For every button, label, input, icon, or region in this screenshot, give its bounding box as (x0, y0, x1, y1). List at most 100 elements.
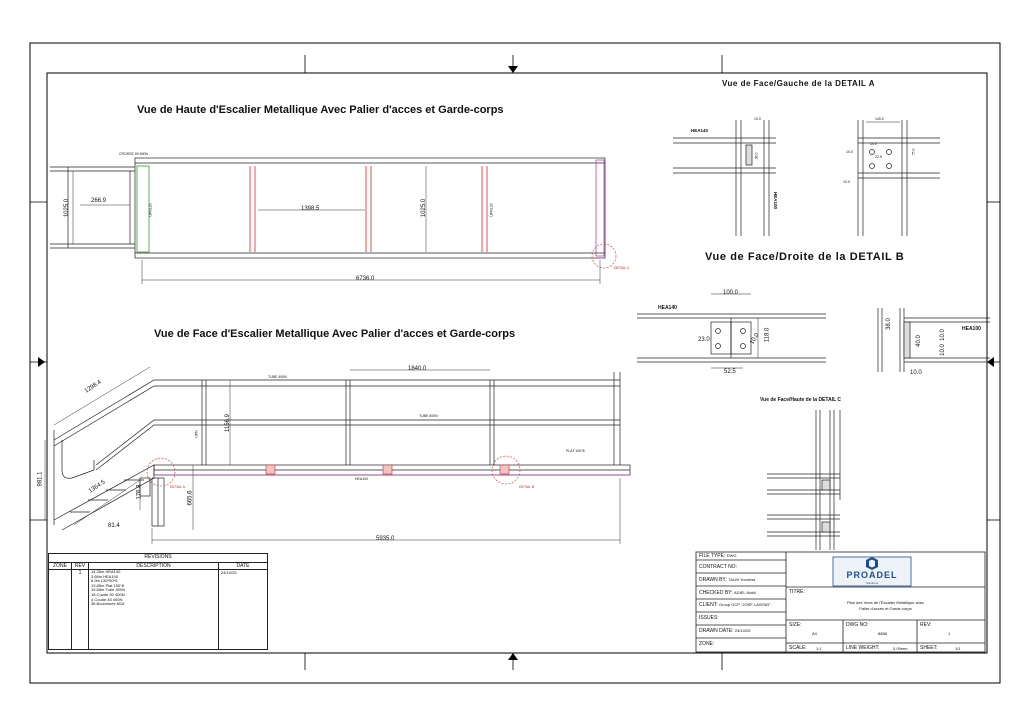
line-weight-label: LINE WEIGHT: (846, 645, 880, 651)
detail-c-title: Vue de Face/Haute de la DETAIL C (760, 397, 842, 403)
size-value: A4 (812, 631, 817, 636)
detail-b-left-drawing (637, 293, 826, 369)
dim-label: 75.0 (911, 148, 916, 156)
dim-label: 52.5 (724, 369, 736, 375)
title-block-grid (695, 551, 986, 653)
rev-cell-zone (48, 569, 72, 650)
detail-b-marker: DETAIL B (519, 485, 535, 489)
rev-label: REV: (920, 622, 932, 628)
front-view-red-brackets (265, 464, 510, 475)
dim-label: 266.9 (91, 198, 107, 204)
scale-label: SCALE: (789, 645, 807, 651)
dim-label: 10.0 (846, 150, 853, 154)
drawn-by-value: TALBI Youness (728, 577, 756, 582)
checked-by-label: CHECKED BY: (699, 590, 733, 596)
dim-label: 10.0 (910, 370, 922, 376)
sheet-value: 1/1 (955, 646, 961, 651)
top-view-red-crossmembers (249, 166, 488, 252)
description-line: 3.68m HEA100 (91, 573, 119, 579)
detail-c-drawing (767, 410, 841, 550)
dwg-no-label: DWG NO: (846, 622, 869, 628)
rev-cell-date: 24/10/25 (218, 569, 268, 650)
dim-label: 981.1 (37, 471, 44, 487)
dim-label: 1840.0 (408, 366, 427, 372)
dim-label: 176.8 (136, 484, 143, 500)
scale-value: 1:1 (816, 646, 822, 651)
dim-label: 23.0 (698, 337, 710, 343)
member-label: HEA140 (691, 128, 709, 133)
front-view-detail-circles (146, 455, 521, 487)
description-line: 15.68m Tube 400N (91, 587, 126, 593)
outer-frame (29, 42, 1001, 684)
contract-label: CONTRACT NO: (699, 564, 737, 570)
detail-a-marker: DETAIL A (170, 485, 185, 489)
top-view-dimension-lines (72, 166, 601, 284)
titre-label: TITRE: (789, 589, 805, 595)
company-name: PROADEL (846, 570, 898, 580)
client-label: CLIENT: (699, 602, 718, 608)
drawing-title-line: Plan des Vues de l'Escalier Metallique a… (846, 600, 925, 605)
top-view-title: Vue de Haute d'Escalier Metallique Avec … (137, 104, 504, 116)
dim-label: 10.0 (939, 344, 946, 356)
dim-label: 6736.0 (356, 276, 375, 282)
dim-label: 22.5 (875, 155, 882, 159)
dim-label: 38.0 (885, 318, 892, 330)
center-arrows (38, 66, 994, 660)
detail-b-title: Vue de Face/Droite de la DETAIL B (705, 251, 905, 263)
member-label: HEA100 (962, 326, 981, 332)
description-line: 36 Boulonnes M16 (91, 601, 125, 607)
detail-b-right-drawing (877, 308, 990, 372)
dim-label: 38.0 (754, 152, 759, 160)
member-label: UPN (194, 430, 199, 438)
file-type-field: FILE TYPE: DWG (699, 553, 736, 559)
client-value: Group OCP "JORF LASFAR" (719, 602, 771, 607)
revisions-header: REVISIONS (48, 553, 268, 563)
top-view-magenta-edge (595, 159, 605, 257)
detail-a-title: Vue de Face/Gauche de la DETAIL A (722, 79, 875, 88)
dim-label: 665.6 (187, 490, 194, 506)
dim-label: 1156.9 (224, 414, 231, 432)
dim-label: 1025.0 (64, 198, 71, 218)
rev-value: 1 (948, 631, 951, 636)
dim-label: 10.0 (939, 329, 946, 341)
drawn-by-field: DRAWN BY: TALBI Youness (699, 577, 755, 583)
dim-label: 40.0 (915, 335, 922, 347)
drawing-title: Plan des Vues de l'Escalier Metallique a… (786, 600, 985, 612)
inner-frame (46, 72, 988, 654)
dim-label: 100.0 (723, 290, 739, 296)
sheet-label: SHEET: (920, 645, 938, 651)
rev-col-rev: REV (71, 562, 89, 570)
checked-by-field: CHECKED BY: ADIEL Nabil (699, 590, 756, 596)
detail-c-circle (591, 243, 617, 269)
size-label: SIZE: (789, 622, 802, 628)
description-line: 4 Coude 45 400N (91, 596, 123, 602)
checked-by-value: ADIEL Nabil (734, 590, 756, 595)
drawn-by-label: DRAWN BY: (699, 577, 727, 583)
rev-cell-rev: 1 (71, 569, 89, 650)
top-view-drawing (50, 157, 606, 259)
member-label: HEA100 (355, 477, 369, 481)
dwg-no-value: 8888 (878, 631, 887, 636)
dim-label: 10.0 (754, 117, 761, 121)
member-label: CROSSE 90 600N (119, 152, 148, 156)
revisions-table: REVISIONS ZONE REV DESCRIPTION DATE 1 14… (48, 553, 268, 650)
member-label: HEA100 (773, 191, 779, 210)
issues-label: ISSUES: (699, 615, 719, 621)
drawn-date-field: DRAWN DATE: 24/10/25 (699, 628, 750, 634)
detail-c-marker: DETAIL C (614, 266, 630, 270)
description-line: 8.9m L50*50*5 (91, 578, 118, 584)
drawing-title-line: Palier d'acces et Garde-corps (859, 606, 912, 611)
zone-label: ZONE: (699, 641, 715, 647)
dim-label: 5935.0 (376, 536, 395, 542)
dim-label: 10.0 (870, 142, 877, 146)
dim-label: 81.4 (108, 523, 120, 529)
client-field: CLIENT: Group OCP "JORF LASFAR" (699, 602, 771, 608)
detail-a-right-drawing (857, 120, 940, 236)
dim-label: 1398.5 (301, 206, 320, 212)
dim-label: 10.0 (843, 180, 850, 184)
member-label: HEA140 (658, 305, 677, 311)
file-type-value: DWG (726, 553, 737, 558)
description-line: 18 Coude 90 400N (91, 591, 125, 597)
rev-cell-description: 14.36m HEA140 3.68m HEA100 8.9m L50*50*5… (88, 569, 219, 650)
